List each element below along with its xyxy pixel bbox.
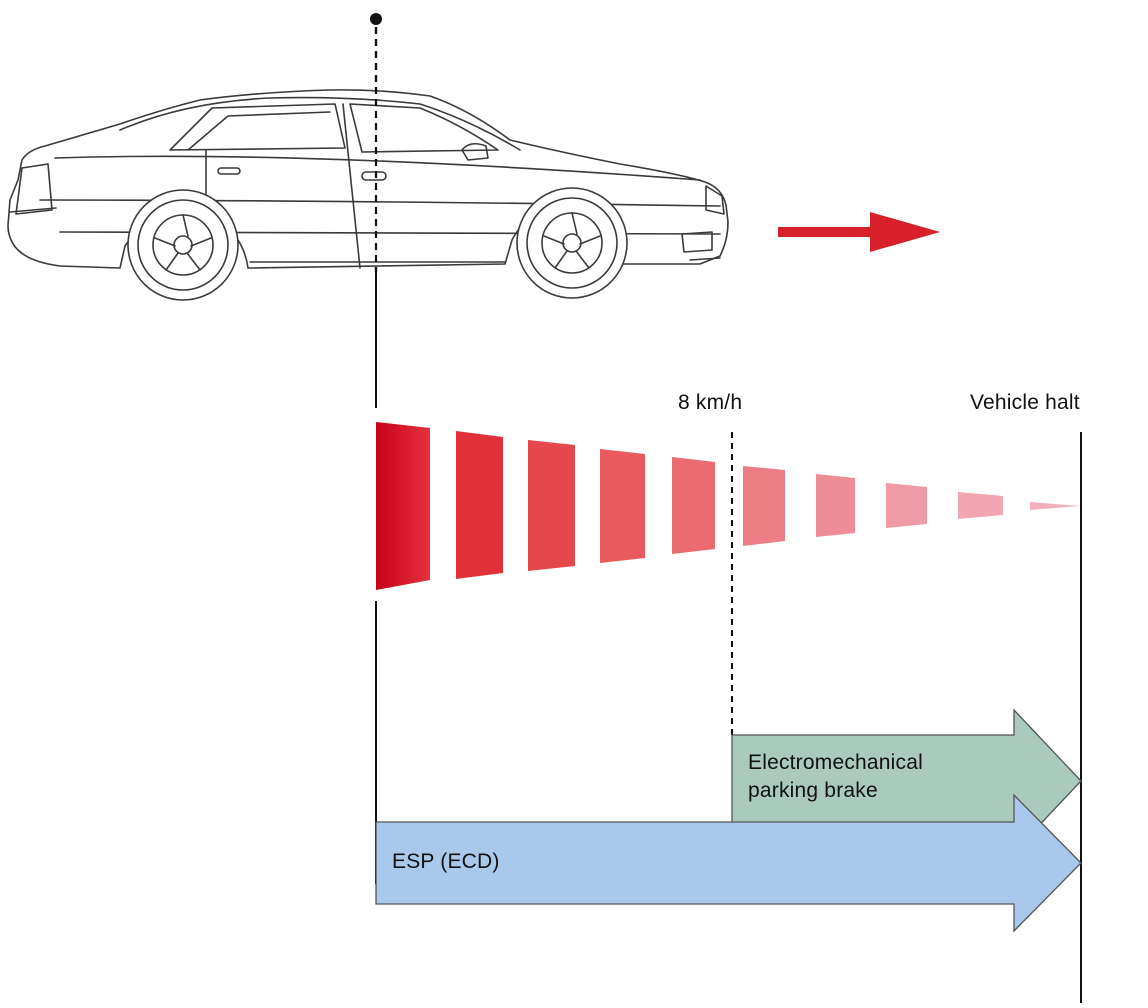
braking-bar — [672, 457, 715, 554]
reference-point-dot — [370, 13, 382, 25]
speed-threshold-label: 8 km/h — [678, 391, 743, 414]
arrow-right-icon — [778, 212, 940, 252]
esp-arrow — [375, 793, 1082, 933]
braking-bar — [816, 474, 855, 537]
braking-bar — [958, 492, 1003, 519]
braking-bar — [528, 440, 575, 571]
braking-bar — [376, 422, 430, 590]
vehicle-halt-label: Vehicle halt — [970, 391, 1080, 414]
braking-intensity-wedge — [376, 422, 1080, 590]
car-side-view-icon — [7, 89, 729, 301]
braking-bar — [1030, 502, 1080, 510]
epb-label-line1: Electromechanical — [748, 751, 923, 774]
epb-label: Electromechanical parking brake — [748, 749, 1008, 805]
braking-bar — [886, 483, 927, 528]
braking-bar — [743, 466, 785, 546]
braking-bar — [456, 431, 503, 579]
esp-label: ESP (ECD) — [392, 850, 500, 873]
braking-bar — [600, 449, 645, 563]
epb-label-line2: parking brake — [748, 779, 878, 802]
